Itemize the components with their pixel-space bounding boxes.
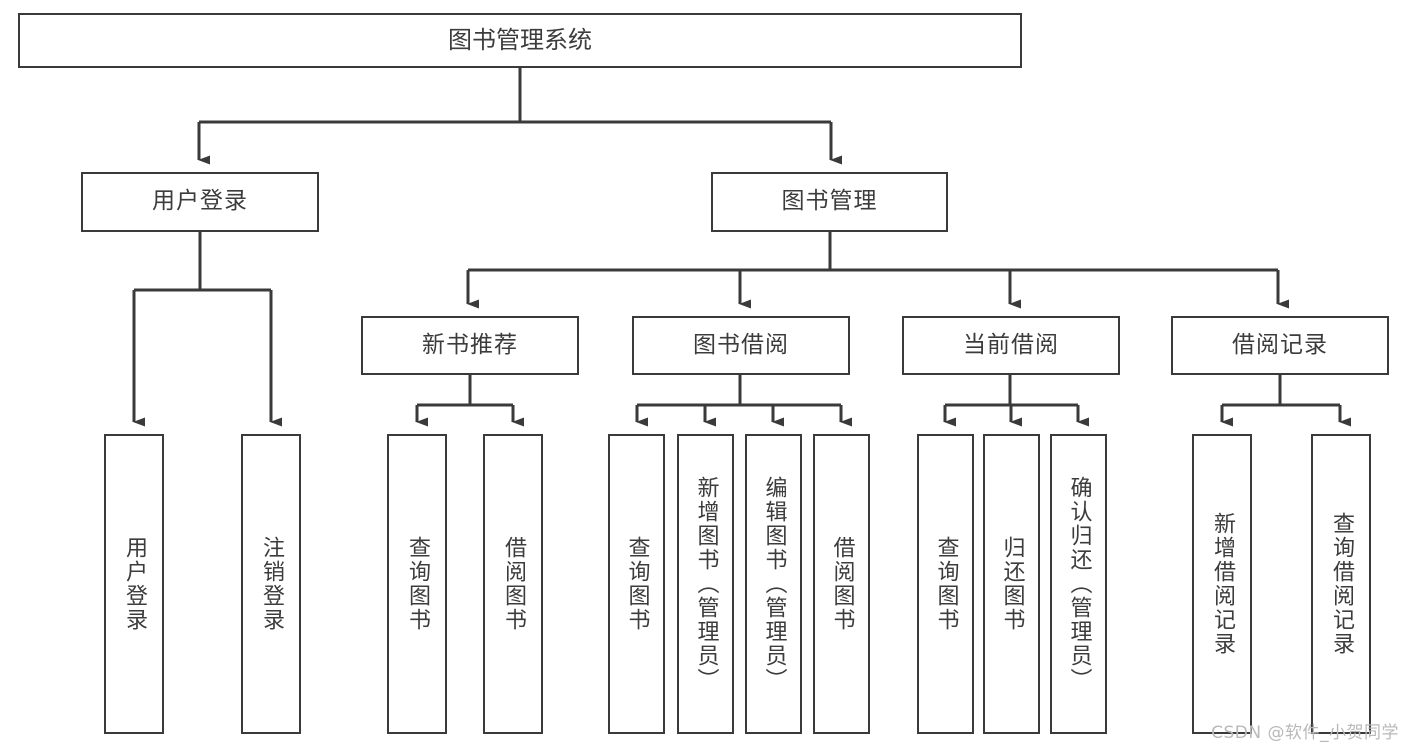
leaf-user-login[interactable]: 用户登录 <box>104 434 164 734</box>
leaf-label: 注销登录 <box>258 536 284 632</box>
node-book-borrow[interactable]: 图书借阅 <box>632 316 850 375</box>
leaf-return-book[interactable]: 归还图书 <box>983 434 1040 734</box>
leaf-label: 归还图书 <box>999 536 1025 632</box>
leaf-label: 用户登录 <box>121 536 147 632</box>
leaf-label: 查询图书 <box>624 536 650 632</box>
leaf-edit-book-admin[interactable]: 编辑图书（管理员） <box>745 434 802 734</box>
csdn-watermark: CSDN @软件_小贺同学 <box>1211 723 1399 743</box>
node-book-management[interactable]: 图书管理 <box>711 172 948 232</box>
leaf-borrow-book-newbook[interactable]: 借阅图书 <box>483 434 543 734</box>
leaf-query-book-current[interactable]: 查询图书 <box>917 434 974 734</box>
node-root[interactable]: 图书管理系统 <box>18 13 1022 68</box>
leaf-query-borrow-record[interactable]: 查询借阅记录 <box>1311 434 1371 734</box>
leaf-label: 借阅图书 <box>500 536 526 632</box>
node-current-borrow[interactable]: 当前借阅 <box>902 316 1120 375</box>
leaf-label: 查询图书 <box>933 536 959 632</box>
leaf-query-book-newbook[interactable]: 查询图书 <box>387 434 447 734</box>
leaf-label: 查询借阅记录 <box>1328 512 1354 656</box>
leaf-borrow-book[interactable]: 借阅图书 <box>813 434 870 734</box>
node-new-book-recommend[interactable]: 新书推荐 <box>361 316 579 375</box>
leaf-label: 查询图书 <box>404 536 430 632</box>
leaf-label: 借阅图书 <box>829 536 855 632</box>
leaf-query-book-borrow[interactable]: 查询图书 <box>608 434 665 734</box>
leaf-label: 新增借阅记录 <box>1209 512 1235 656</box>
node-user-login[interactable]: 用户登录 <box>81 172 319 232</box>
leaf-confirm-return-admin[interactable]: 确认归还（管理员） <box>1050 434 1107 734</box>
leaf-add-borrow-record[interactable]: 新增借阅记录 <box>1192 434 1252 734</box>
node-borrow-record[interactable]: 借阅记录 <box>1171 316 1389 375</box>
leaf-logout[interactable]: 注销登录 <box>241 434 301 734</box>
leaf-add-book-admin[interactable]: 新增图书（管理员） <box>677 434 734 734</box>
leaf-label: 新增图书（管理员） <box>693 476 719 692</box>
leaf-label: 编辑图书（管理员） <box>761 476 787 692</box>
leaf-label: 确认归还（管理员） <box>1066 476 1092 692</box>
